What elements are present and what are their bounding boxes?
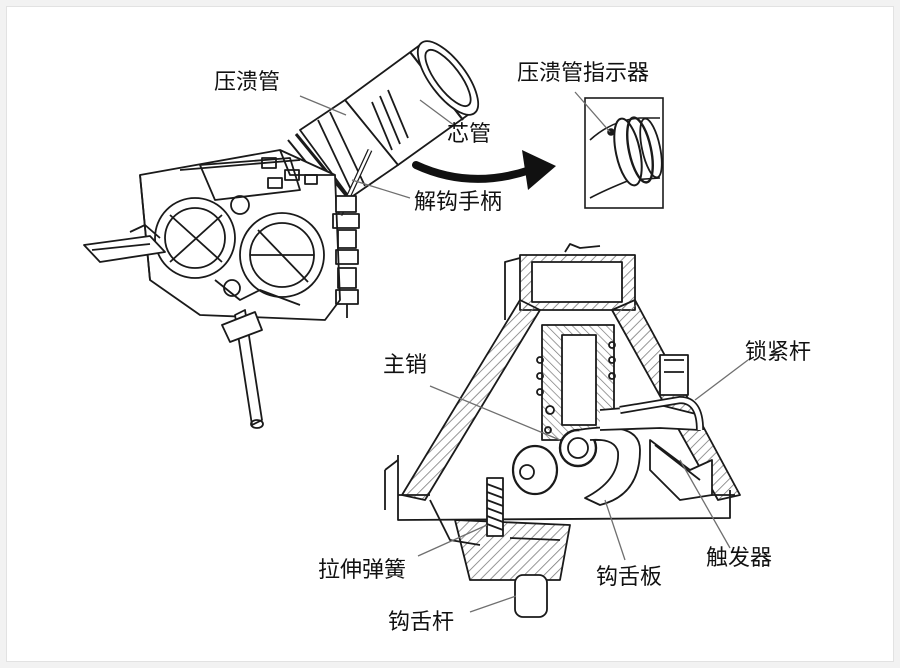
label-release-handle: 解钩手柄: [414, 190, 503, 215]
hook-rod: [454, 444, 571, 618]
label-hook-plate: 钩舌板: [596, 565, 663, 590]
curved-right-arrow-icon: [412, 150, 556, 190]
coupler-body: [139, 149, 341, 321]
lock-rod: [619, 354, 704, 431]
label-lock-rod: 锁紧杆: [745, 340, 812, 365]
leader-crush-tube: [299, 95, 347, 116]
leader-core-tube: [419, 99, 456, 127]
leader-hook-rod: [469, 595, 517, 613]
label-hook-rod: 钩舌杆: [388, 610, 455, 635]
leader-lines: [299, 91, 749, 613]
label-tension-spring: 拉伸弹簧: [318, 558, 407, 583]
label-trigger: 触发器: [706, 546, 773, 571]
leader-spring: [417, 524, 488, 557]
leader-main-pin: [429, 385, 561, 441]
label-main-pin: 主销: [383, 353, 428, 378]
cross-section-drawing: [384, 243, 741, 618]
coupler-head-drawing: [83, 40, 480, 429]
tube-assembly: [287, 40, 480, 207]
mount-block: [504, 243, 636, 320]
trigger: [649, 439, 713, 501]
leader-release-handle: [351, 179, 411, 199]
indicator-inset: [584, 97, 664, 209]
valve-stack: [332, 195, 360, 318]
left-arm: [83, 224, 166, 263]
tension-spring: [486, 477, 504, 537]
label-crush-indicator: 压溃管指示器: [517, 61, 650, 86]
label-core-tube: 芯管: [447, 122, 492, 147]
leader-lock-rod: [694, 359, 749, 401]
center-body: [536, 324, 616, 441]
lower-handle: [221, 309, 264, 429]
label-crush-tube: 压溃管: [214, 70, 281, 95]
leader-trigger: [679, 459, 731, 549]
leader-indicator: [574, 91, 611, 133]
leader-hook-plate: [604, 499, 626, 561]
